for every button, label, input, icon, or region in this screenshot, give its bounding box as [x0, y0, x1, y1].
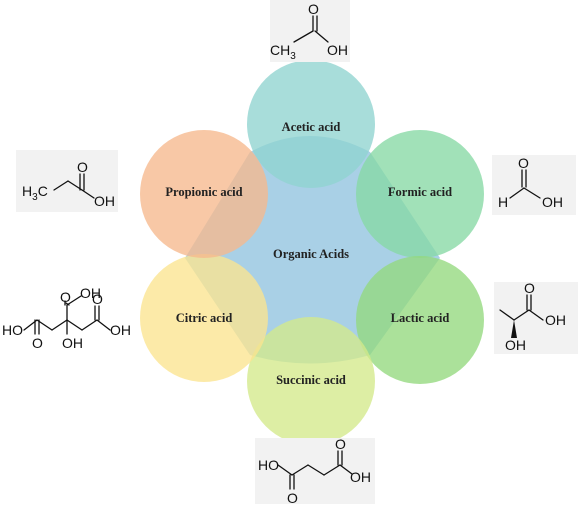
citric-ho1: HO — [2, 322, 23, 338]
circle-propionic — [140, 130, 268, 258]
acetic-o: O — [308, 1, 319, 17]
citric-oh-mid: OH — [62, 335, 83, 351]
circle-acetic — [247, 60, 375, 188]
formic-h: H — [498, 194, 508, 210]
center-label: Organic Acids — [273, 247, 349, 261]
succinic-o1: O — [287, 490, 298, 506]
label-formic: Formic acid — [388, 185, 452, 199]
circle-formic — [356, 130, 484, 258]
formic-o: O — [518, 155, 529, 171]
label-lactic: Lactic acid — [391, 311, 450, 325]
lactic-oh: OH — [545, 312, 566, 328]
circle-succinic — [247, 317, 375, 445]
succinic-oh: OH — [350, 469, 371, 485]
structure-propionic: H3C O OH — [16, 150, 118, 212]
label-acetic: Acetic acid — [282, 120, 341, 134]
acetic-oh: OH — [327, 42, 348, 58]
citric-oh-top: OH — [80, 285, 101, 301]
circle-lactic — [356, 256, 484, 384]
label-propionic: Propionic acid — [165, 185, 242, 199]
structure-acetic: CH3 O OH — [270, 0, 350, 62]
structure-citric: HO O O OH O OH OH — [2, 285, 131, 351]
structure-lactic: OH O OH — [494, 280, 578, 354]
citric-o1: O — [32, 335, 43, 351]
propionic-oh: OH — [94, 193, 115, 209]
propionic-o: O — [77, 159, 88, 175]
formic-oh: OH — [542, 194, 563, 210]
label-succinic: Succinic acid — [276, 373, 346, 387]
succinic-o2: O — [335, 436, 346, 452]
structure-formic: H O OH — [492, 155, 576, 215]
citric-oh-right: OH — [110, 322, 131, 338]
circle-citric — [140, 254, 268, 382]
citric-o-top: O — [60, 289, 71, 305]
propionic-h3c: H3C — [22, 183, 48, 203]
structure-succinic: HO O O OH — [255, 436, 375, 506]
acetic-ch3: CH3 — [270, 42, 296, 62]
acid-circles — [140, 60, 484, 445]
lactic-o: O — [524, 280, 535, 296]
lactic-oh2: OH — [505, 337, 526, 353]
citric-o2: O — [92, 291, 103, 307]
succinic-ho: HO — [258, 457, 279, 473]
label-citric: Citric acid — [176, 311, 233, 325]
